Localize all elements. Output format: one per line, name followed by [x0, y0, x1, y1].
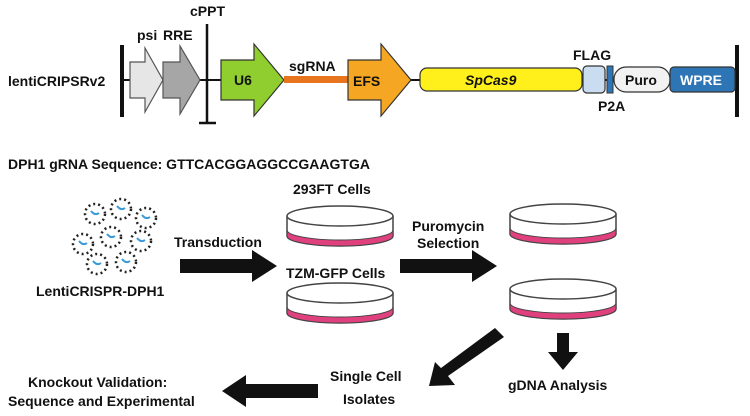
dish-tzm-gfp	[286, 282, 394, 324]
efs-promoter	[347, 42, 412, 118]
puromycin-label-line1: Puromycin	[412, 218, 484, 234]
sgrna-segment	[284, 76, 348, 83]
gdna-analysis-label: gDNA Analysis	[508, 377, 608, 393]
gdna-arrow	[548, 333, 578, 370]
virus-particle	[114, 250, 138, 274]
u6-label: U6	[234, 72, 252, 88]
rre-label: RRE	[163, 27, 193, 43]
single-cell-label-line2: Isolates	[343, 391, 395, 407]
knockout-label-line1: Knockout Validation:	[28, 374, 167, 390]
isolation-arrow	[429, 328, 504, 386]
dish-selected-top	[509, 203, 617, 245]
rre-element	[162, 43, 201, 117]
cells-293ft-label: 293FT Cells	[293, 181, 371, 197]
p2a-element	[606, 65, 614, 94]
flag-element	[582, 65, 606, 94]
wpre-label: WPRE	[680, 72, 722, 88]
puro-label: Puro	[625, 72, 657, 88]
puromycin-label-line2: Selection	[417, 235, 479, 251]
u6-promoter	[220, 42, 285, 118]
construct-map: lentiCRIPSRv2 psi RRE cPPT U6 sgRNA EFS …	[8, 3, 739, 125]
transduction-arrow	[180, 250, 277, 282]
selection-arrow	[400, 250, 497, 282]
cells-tzm-gfp-label: TZM-GFP Cells	[286, 265, 386, 281]
single-cell-label-line1: Single Cell	[330, 368, 402, 384]
flag-label: FLAG	[573, 47, 611, 63]
transduction-label: Transduction	[174, 234, 262, 250]
spcas9-element	[419, 67, 583, 92]
virus-particle	[83, 202, 107, 226]
virus-particle	[129, 229, 153, 253]
p2a-label: P2A	[598, 98, 625, 114]
virus-label: LentiCRISPR-DPH1	[36, 283, 165, 299]
validation-arrow	[222, 375, 318, 407]
dish-293ft	[286, 205, 394, 247]
virus-particle	[109, 197, 133, 221]
wpre-element	[669, 66, 736, 93]
dish-selected-bottom	[509, 278, 617, 320]
virus-particle	[71, 232, 95, 256]
virus-particle	[85, 252, 109, 276]
virus-particle	[134, 206, 158, 230]
virus-particle	[99, 225, 123, 249]
cppt-label: cPPT	[190, 3, 225, 19]
psi-label: psi	[137, 27, 157, 43]
knockout-label-line2: Sequence and Experimental	[8, 393, 195, 409]
construct-name: lentiCRIPSRv2	[8, 73, 105, 89]
psi-element	[129, 45, 164, 115]
efs-label: EFS	[353, 73, 380, 89]
grna-sequence-label: DPH1 gRNA Sequence: GTTCACGGAGGCCGAAGTGA	[8, 156, 370, 172]
spcas9-label: SpCas9	[465, 72, 517, 88]
sgrna-label: sgRNA	[289, 58, 336, 74]
lentivirus-particles	[71, 197, 158, 276]
